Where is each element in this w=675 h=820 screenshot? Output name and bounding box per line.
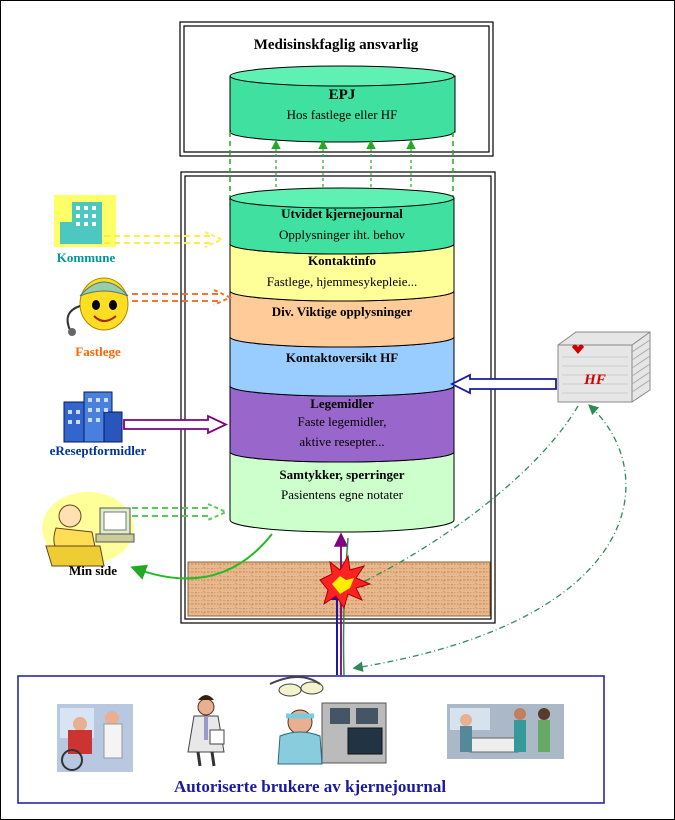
firewall-breach-icon xyxy=(319,554,372,610)
users-box-title: Autoriserte brukere av kjernejournal xyxy=(174,777,446,796)
epj-subtitle: Hos fastlege eller HF xyxy=(287,107,398,122)
medisinskfaglig-box: Medisinskfaglig ansvarlig xyxy=(179,21,494,157)
layer-legemidler-line2: aktive resepter... xyxy=(299,434,384,449)
office-buildings-icon xyxy=(63,391,123,443)
fastlege-arrow xyxy=(132,289,233,306)
min-side-arrow xyxy=(132,503,229,521)
hf-actor[interactable]: HF xyxy=(557,331,651,403)
user-patient-nurse-image xyxy=(57,704,133,772)
layer-utvidet-text: Opplysninger iht. behov xyxy=(279,227,406,242)
layer-utvidet-title: Utvidet kjernejournal xyxy=(281,206,403,221)
kjernejournal-stack: Utvidet kjernejournal Opplysninger iht. … xyxy=(229,187,455,533)
layer-samtykker-text: Pasientens egne notater xyxy=(281,487,404,502)
kommune-actor[interactable]: Kommune xyxy=(54,195,116,265)
fastlege-label: Fastlege xyxy=(75,344,121,359)
layer-div-title: Div. Viktige opplysninger xyxy=(272,304,413,319)
doctor-icon xyxy=(66,277,129,336)
layer-utvidet[interactable] xyxy=(229,187,455,255)
kommune-arrow xyxy=(104,231,225,248)
layer-kontaktinfo-title: Kontaktinfo xyxy=(308,253,376,268)
user-doctor-image xyxy=(187,695,225,767)
min-side-return-arrow xyxy=(130,533,273,580)
hf-arrow xyxy=(449,373,557,395)
ereseptformidler-arrow xyxy=(123,414,229,435)
hf-label: HF xyxy=(583,372,606,388)
user-radiologist-image xyxy=(269,676,387,765)
fastlege-actor[interactable]: Fastlege xyxy=(66,277,129,359)
layer-samtykker-title: Samtykker, sperringer xyxy=(279,467,404,482)
kommune-label: Kommune xyxy=(57,250,116,265)
epj-cylinder[interactable]: EPJ Hos fastlege eller HF xyxy=(229,65,456,143)
min-side-label: Min side xyxy=(69,563,117,578)
layer-legemidler-title: Legemidler xyxy=(310,396,374,411)
person-at-computer-icon xyxy=(42,492,135,567)
medisinskfaglig-title: Medisinskfaglig ansvarlig xyxy=(254,37,419,53)
ereseptformidler-actor[interactable]: eReseptformidler xyxy=(50,391,147,458)
epj-title: EPJ xyxy=(329,87,356,103)
ereseptformidler-label: eReseptformidler xyxy=(50,443,147,458)
layer-kontaktoversikt-title: Kontaktoversikt HF xyxy=(286,350,398,365)
layer-kontaktinfo-text: Fastlege, hjemmesykepleie... xyxy=(267,274,418,289)
hf-users-link xyxy=(352,404,627,672)
min-side-actor[interactable]: Min side xyxy=(42,492,135,578)
user-hospital-team-image xyxy=(447,704,564,759)
hf-wall-link xyxy=(352,405,579,588)
layer-legemidler-line1: Faste legemidler, xyxy=(297,414,386,429)
hospital-building-icon xyxy=(557,331,651,403)
